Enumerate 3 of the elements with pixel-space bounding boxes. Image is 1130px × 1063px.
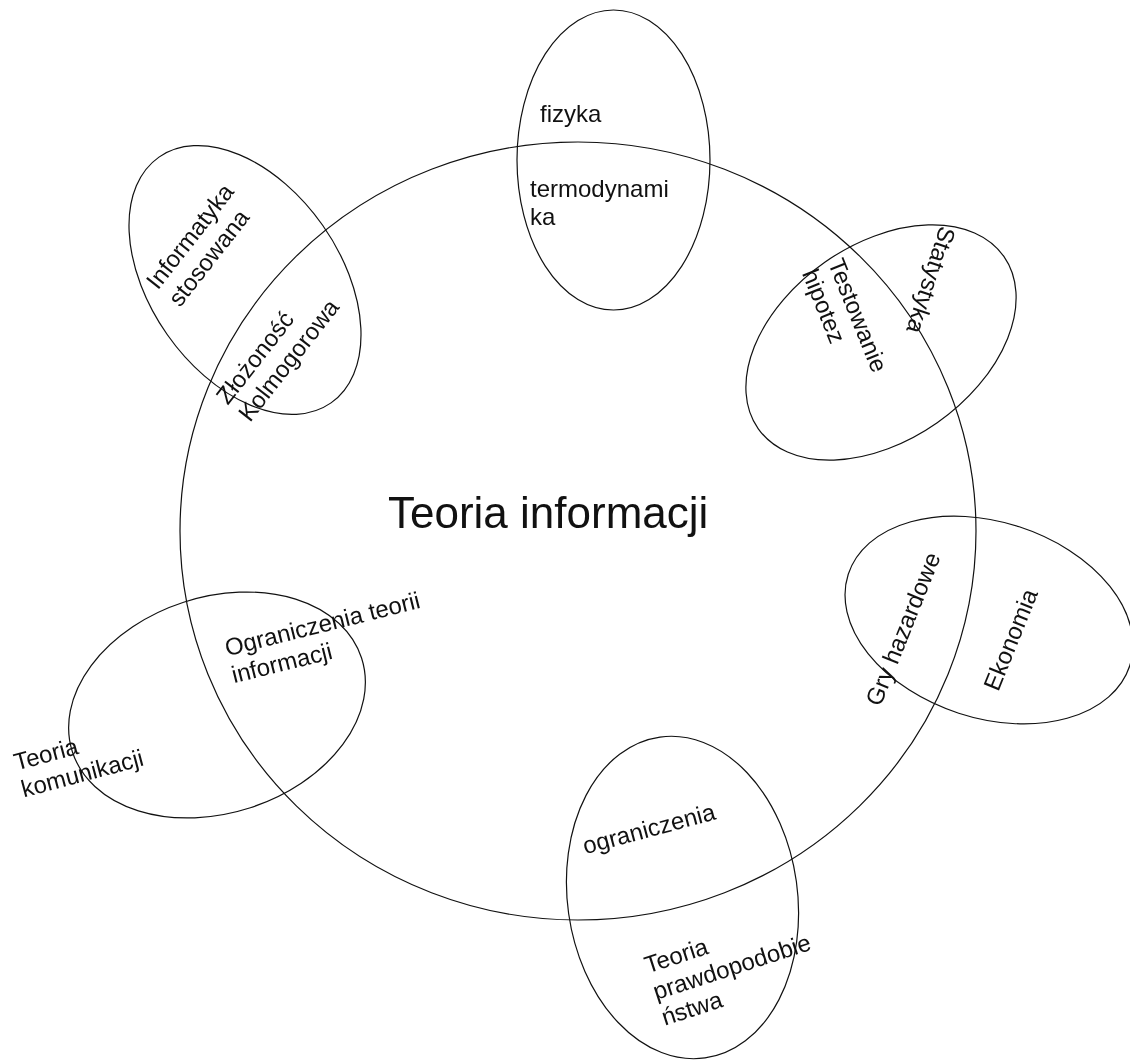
outer-area-label: fizyka bbox=[540, 100, 603, 128]
central-topic-label: Teoria informacji bbox=[388, 488, 710, 539]
overlap-label: termodynami ka bbox=[530, 175, 670, 231]
